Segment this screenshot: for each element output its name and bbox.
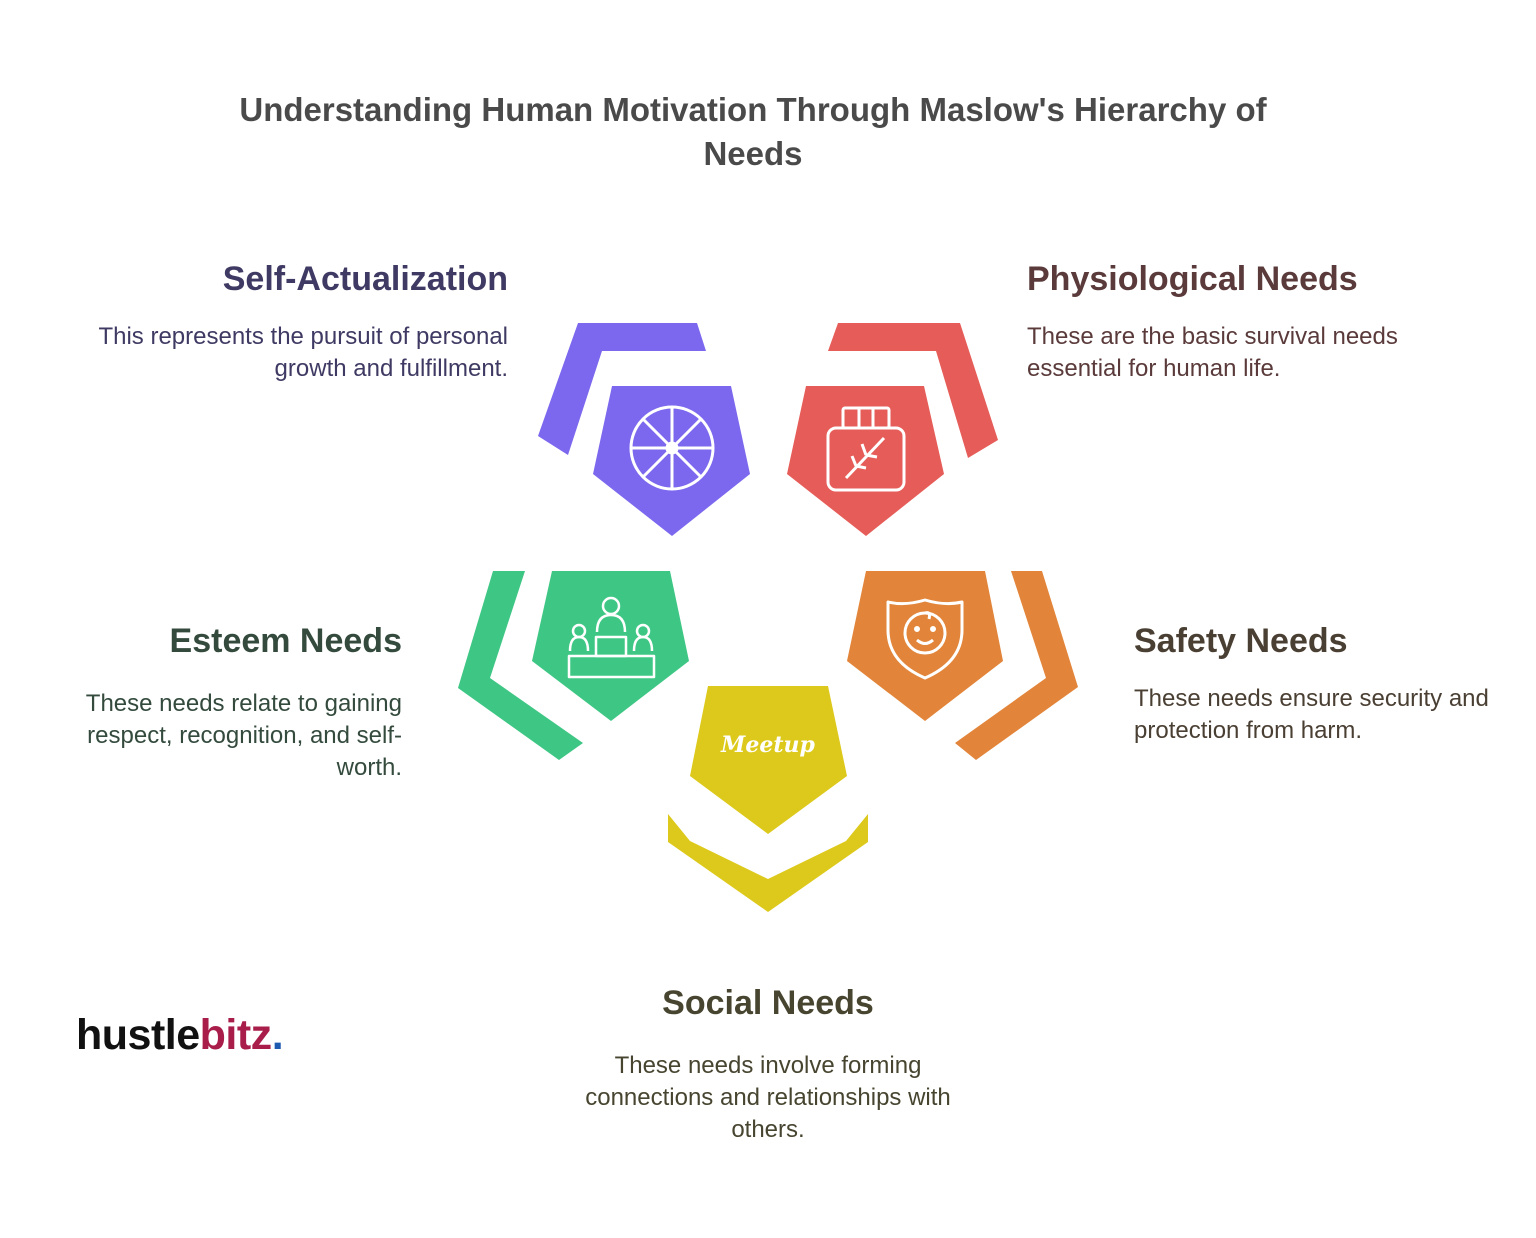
safety-outer-band — [955, 571, 1078, 760]
esteem-pentagon — [532, 571, 689, 721]
logo-dot: . — [271, 1011, 284, 1059]
shield-baby-icon — [886, 598, 964, 680]
podium-icon — [567, 596, 656, 679]
wheel-icon — [629, 405, 715, 491]
social-segment: Meetup — [668, 686, 868, 912]
esteem-outer-band — [458, 571, 583, 760]
jar-icon — [826, 406, 906, 492]
safety-description: These needs ensure security and protecti… — [1134, 685, 1489, 744]
hustlebitz-logo: hustlebitz. — [76, 1007, 284, 1063]
physiological-heading: Physiological Needs — [1027, 260, 1358, 298]
social-description: These needs involve forming connections … — [585, 1052, 951, 1143]
logo-part-hustle: hustle — [76, 1011, 200, 1059]
safety-pentagon — [847, 571, 1003, 721]
safety-heading: Safety Needs — [1134, 622, 1348, 660]
self-actualization-heading: Self-Actualization — [222, 260, 508, 298]
logo-part-bitz: bitz — [199, 1011, 273, 1059]
social-pentagon — [690, 686, 847, 834]
physiological-segment — [787, 323, 998, 536]
meetup-icon: Meetup — [720, 732, 816, 758]
social-outer-band — [668, 814, 868, 912]
physiological-description: These are the basic survival needs essen… — [1027, 323, 1398, 382]
physiological-outer-band — [828, 323, 998, 458]
safety-segment — [847, 571, 1078, 760]
esteem-segment — [458, 571, 689, 760]
self-actualization-outer-band — [538, 323, 706, 455]
esteem-heading: Esteem Needs — [169, 622, 402, 660]
self-actualization-description: This represents the pursuit of personal … — [98, 323, 508, 382]
self-actualization-segment — [538, 323, 750, 536]
esteem-description: These needs relate to gaining respect, r… — [85, 690, 402, 781]
page-title: Understanding Human Motivation Through M… — [239, 91, 1267, 172]
physiological-pentagon — [787, 386, 944, 536]
social-heading: Social Needs — [662, 984, 874, 1022]
